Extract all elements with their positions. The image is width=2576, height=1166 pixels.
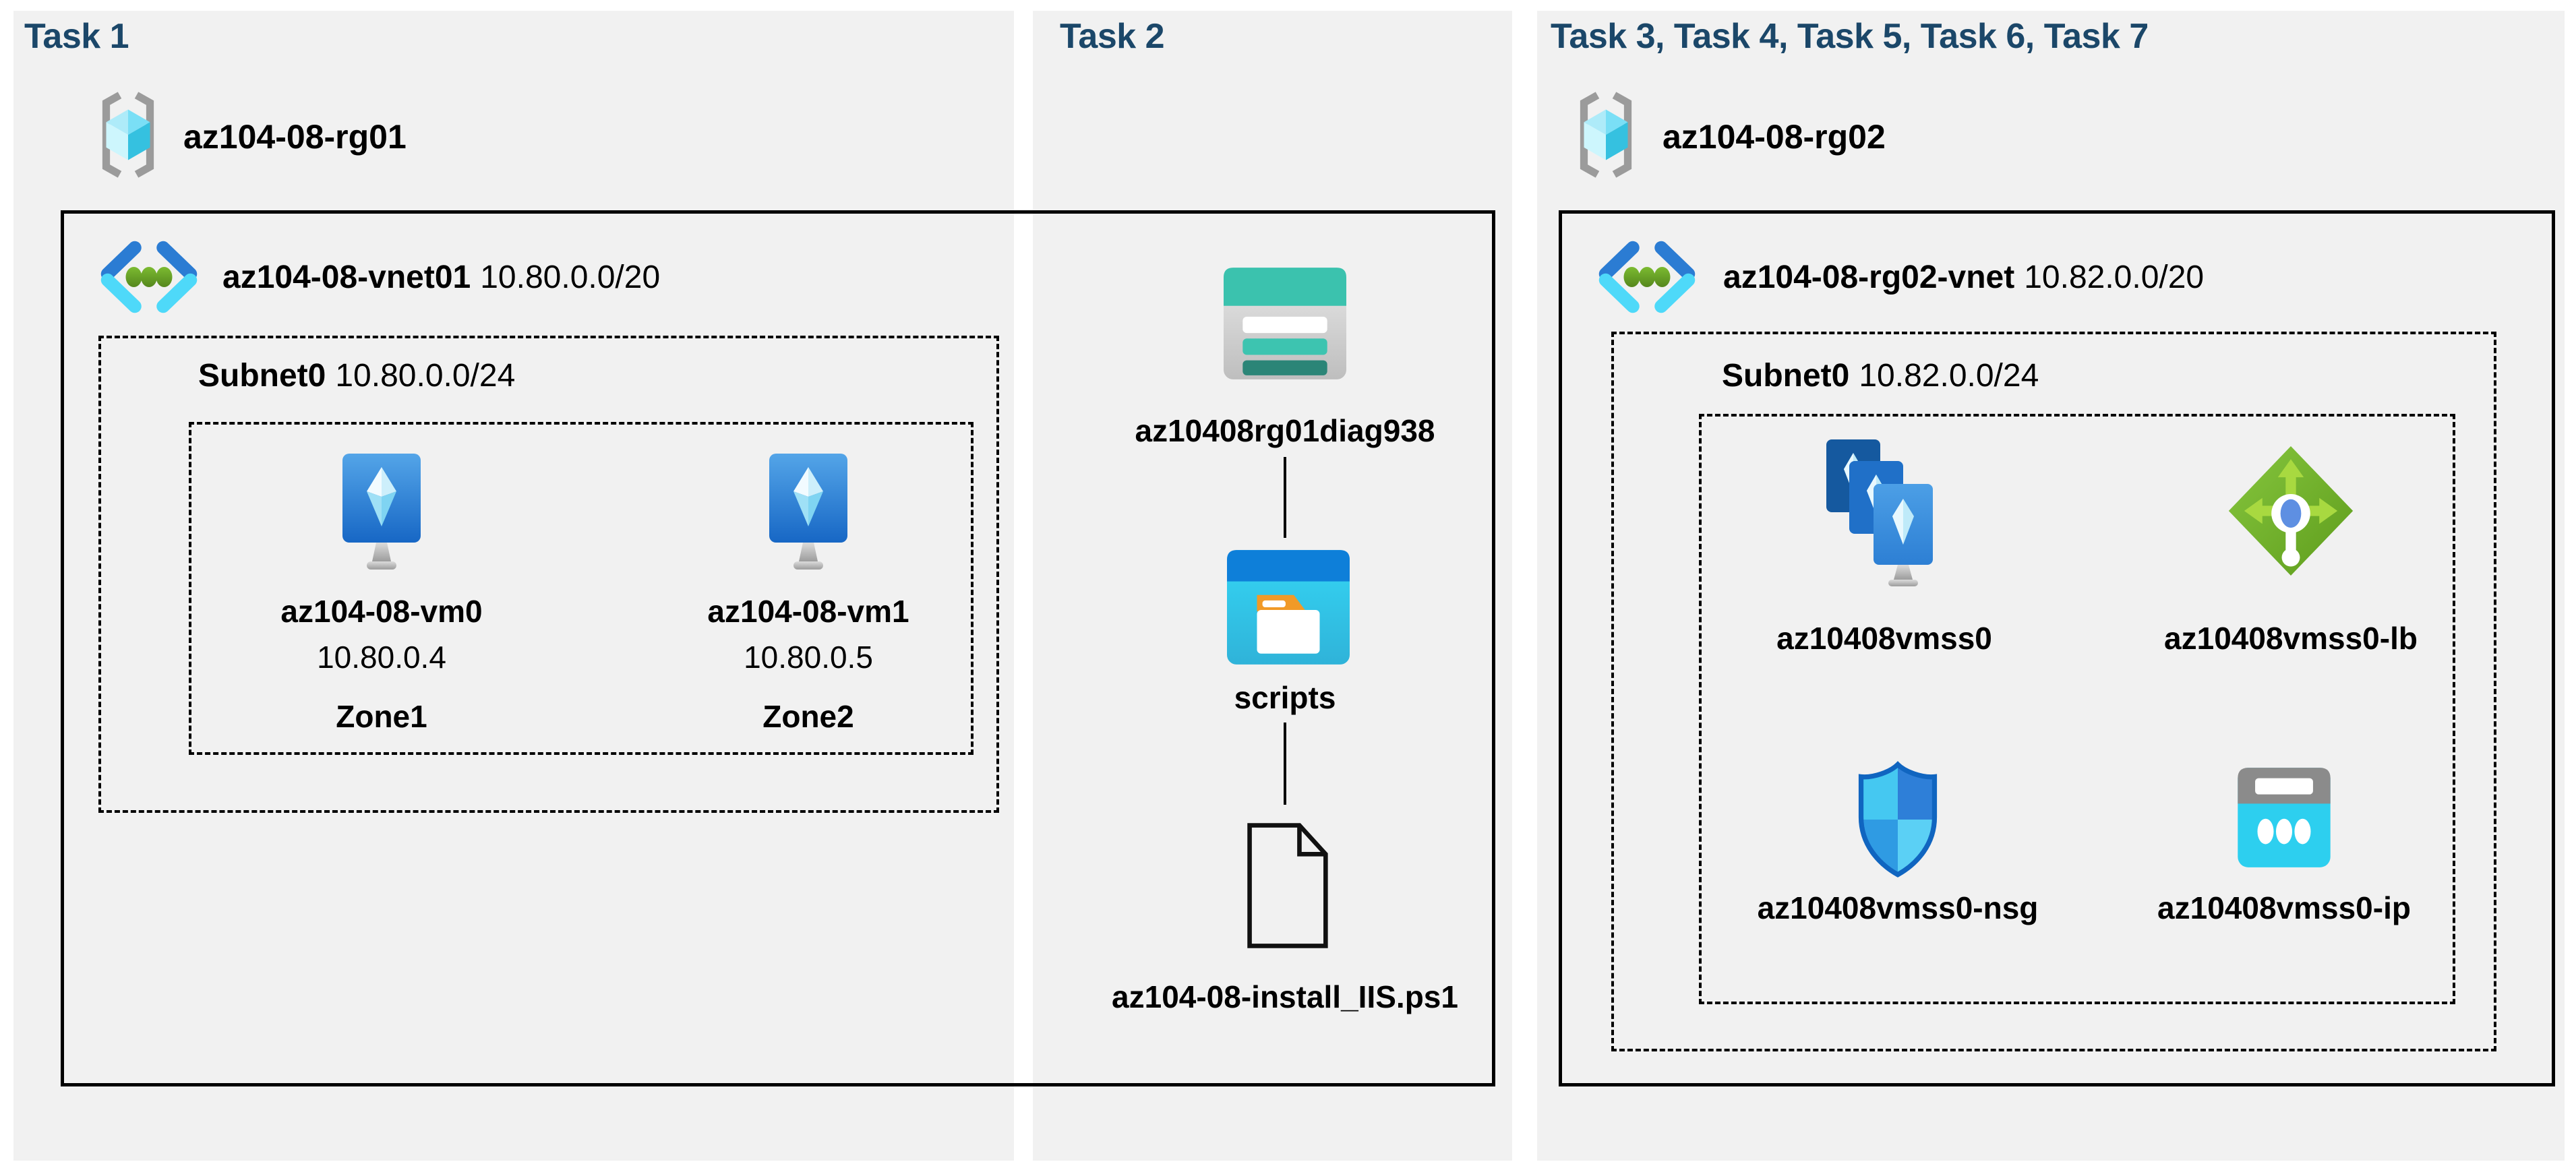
vmss-name: az10408vmss0 [1776, 621, 1992, 656]
vm-zone: Zone2 [762, 699, 854, 734]
resource-group-name: az104-08-rg02 [1663, 118, 1886, 156]
connector-line [1284, 457, 1286, 538]
vm-scale-set-icon [1826, 439, 1933, 586]
vnet-name: az104-08-rg02-vnet [1723, 259, 2015, 295]
script-file-icon [1247, 823, 1328, 948]
subnet-cidr: 10.80.0.0/24 [335, 358, 516, 394]
connector-line [1284, 723, 1286, 805]
load-balancer-icon [2228, 446, 2354, 576]
virtual-machine-icon [769, 454, 847, 570]
subnet-cidr: 10.82.0.0/24 [1859, 358, 2039, 394]
vnet-cidr: 10.82.0.0/20 [2024, 259, 2205, 295]
vm-group-box [189, 422, 974, 755]
storage-account-name: az10408rg01diag938 [1135, 413, 1435, 448]
vnet-name: az104-08-vnet01 [222, 259, 471, 295]
vnet2-boundary-box [1559, 210, 2555, 1086]
virtual-network-icon [100, 241, 198, 313]
subnet-name: Subnet0 [1722, 358, 1850, 394]
public-ip-icon [2238, 768, 2331, 867]
load-balancer-name: az10408vmss0-lb [2164, 621, 2418, 656]
virtual-network-icon [1598, 241, 1696, 313]
vmss-group-box [1699, 414, 2455, 1004]
resource-group-icon [1580, 92, 1632, 178]
task2-header: Task 2 [1060, 17, 1165, 56]
task3-header: Task 3, Task 4, Task 5, Task 6, Task 7 [1551, 17, 2149, 56]
subnet-name: Subnet0 [198, 358, 326, 394]
subnet-box [98, 336, 999, 813]
panel-task3 [1537, 11, 2565, 1161]
vm-name: az104-08-vm0 [280, 594, 483, 629]
blob-container-icon [1227, 550, 1350, 665]
subnet-box [1611, 332, 2496, 1051]
blob-container-name: scripts [1234, 680, 1336, 715]
vnet1-boundary-box [61, 210, 1495, 1086]
resource-group-name: az104-08-rg01 [183, 118, 407, 156]
vm-name: az104-08-vm1 [707, 594, 909, 629]
nsg-name: az10408vmss0-nsg [1757, 890, 2039, 925]
task1-header: Task 1 [24, 17, 129, 56]
resource-group-icon [102, 92, 154, 178]
vm-zone: Zone1 [336, 699, 427, 734]
panel-task1 [13, 11, 1014, 1161]
virtual-machine-icon [342, 454, 421, 570]
storage-account-icon [1224, 268, 1346, 379]
vnet-cidr: 10.80.0.0/20 [480, 259, 661, 295]
script-file-name: az104-08-install_IIS.ps1 [1112, 979, 1458, 1014]
vm-ip: 10.80.0.5 [744, 640, 873, 675]
vm-ip: 10.80.0.4 [317, 640, 446, 675]
nsg-icon [1858, 761, 1938, 878]
public-ip-name: az10408vmss0-ip [2157, 890, 2411, 925]
